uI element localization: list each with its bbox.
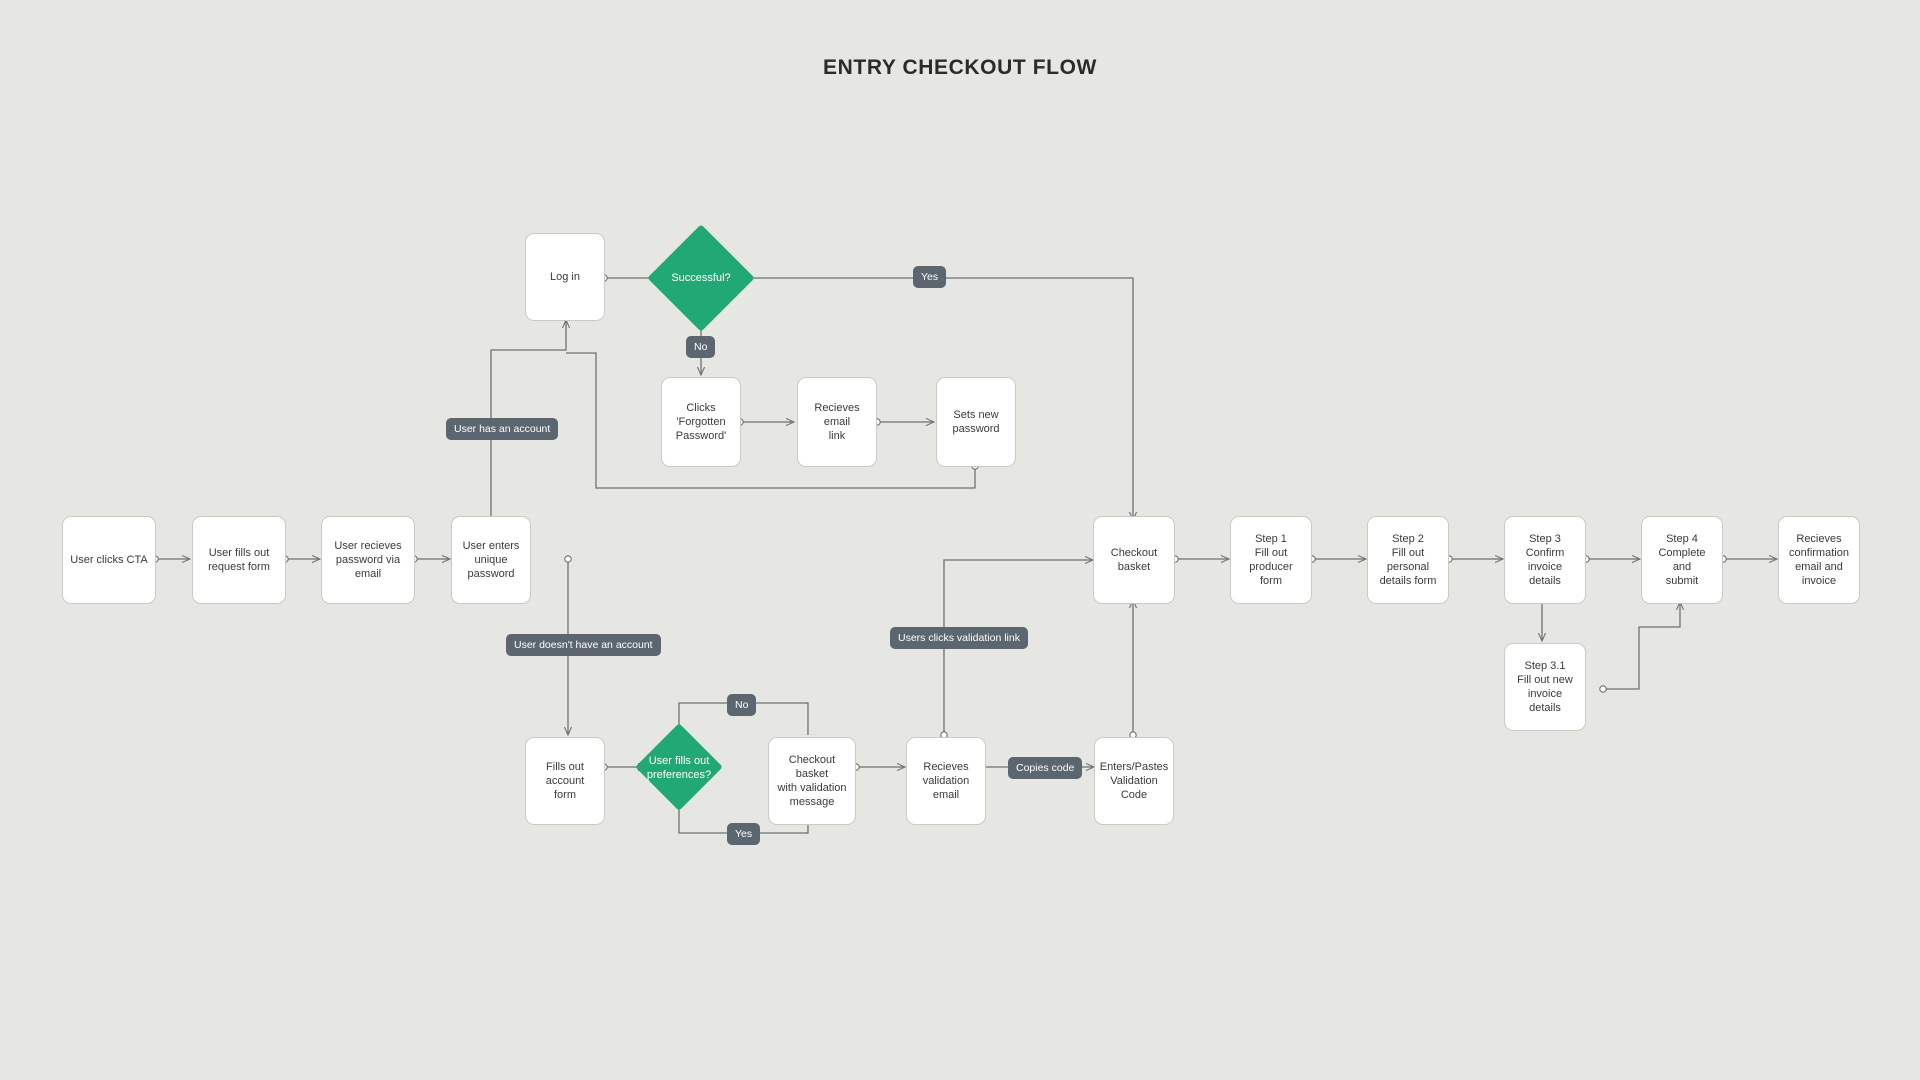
node-label-line-3: message (789, 796, 835, 808)
node-recieves-confirmation-email-and-invoice[interactable]: Recieves confirmation email and invoice (1778, 516, 1860, 604)
node-label-line-1: Checkout basket (788, 754, 836, 780)
badge-user-has-account: User has an account (446, 418, 559, 440)
node-user-fills-request-form[interactable]: User fills out request form (192, 516, 286, 604)
node-recieves-email-link[interactable]: Recieves email link (797, 377, 877, 467)
node-label-line-3: email and (1795, 561, 1843, 573)
node-label: Log in (550, 271, 580, 283)
node-enters-pastes-validation-code[interactable]: Enters/Pastes Validation Code (1094, 737, 1174, 825)
node-user-recieves-password-via-email[interactable]: User recieves password via email (321, 516, 415, 604)
node-label-line-4: invoice (1801, 575, 1837, 587)
node-label-line-1: Recieves (1796, 533, 1842, 545)
node-label-line-3: form (1260, 575, 1282, 587)
node-label-line-1: Enters/Pastes (1099, 761, 1169, 773)
node-label-line-2: form (554, 789, 576, 801)
node-label-line-2: link (828, 430, 846, 442)
badge-no-login: No (686, 336, 716, 358)
node-label-line-3: email (354, 568, 382, 580)
node-label-line-2: validation email (922, 775, 970, 801)
badge-preferences-no: No (727, 694, 757, 716)
node-label-line-1: User fills out (208, 547, 270, 559)
node-label-line-2: Password' (675, 430, 727, 442)
node-recieves-validation-email[interactable]: Recieves validation email (906, 737, 986, 825)
node-log-in[interactable]: Log in (525, 233, 605, 321)
badge-copies-code: Copies code (1008, 757, 1083, 779)
node-label-line-1: User recieves (334, 540, 402, 552)
node-label-line-1: Recieves email (814, 402, 860, 428)
node-label-line-2: password via (335, 554, 401, 566)
page-title: ENTRY CHECKOUT FLOW (823, 56, 1097, 79)
node-label-line-1: Recieves (923, 761, 969, 773)
node-user-clicks-cta[interactable]: User clicks CTA (62, 516, 156, 604)
node-label-line-1: User enters (462, 540, 520, 552)
node-label-line-1: Step 3 (1529, 533, 1561, 545)
node-label-line-2: unique (474, 554, 508, 566)
node-checkout-basket-with-validation-message[interactable]: Checkout basket with validation message (768, 737, 856, 825)
node-sets-new-password[interactable]: Sets new password (936, 377, 1016, 467)
node-fills-out-account-form[interactable]: Fills out account form (525, 737, 605, 825)
node-label-line-2: Fill out personal (1386, 547, 1430, 573)
badge-preferences-yes: Yes (727, 823, 761, 845)
node-label-line-2: Fill out new (1517, 674, 1573, 686)
node-label-line-2: Confirm invoice (1525, 547, 1565, 573)
node-label-line-2: confirmation (1789, 547, 1849, 559)
badge-yes-login: Yes (913, 266, 947, 288)
node-label-line-3: password (467, 568, 515, 580)
node-label-line-3: invoice details (1527, 688, 1563, 714)
node-label: User clicks CTA (70, 554, 148, 566)
node-step-3-1[interactable]: Step 3.1 Fill out new invoice details (1504, 643, 1586, 731)
badge-users-clicks-validation-link: Users clicks validation link (890, 627, 1028, 649)
node-label-line-1: Fills out account (545, 761, 585, 787)
node-label-line-1: Clicks 'Forgotten (676, 402, 726, 428)
decision-successful-label: Successful? (671, 272, 731, 284)
node-label-line-2: Fill out producer (1249, 547, 1293, 573)
node-step-3[interactable]: Step 3 Confirm invoice details (1504, 516, 1586, 604)
node-label: Checkout basket (1110, 547, 1158, 573)
node-user-enters-unique-password[interactable]: User enters unique password (451, 516, 531, 604)
node-label-line-1: Sets new (953, 409, 999, 421)
decision-user-fills-preferences-label: User fills out preferences? (646, 755, 712, 781)
node-label-line-1: Step 2 (1392, 533, 1424, 545)
node-label-line-1: Step 1 (1255, 533, 1287, 545)
node-checkout-basket[interactable]: Checkout basket (1093, 516, 1175, 604)
badge-user-doesnt-have-account: User doesn't have an account (506, 634, 661, 656)
node-label-line-2: with validation (777, 782, 847, 794)
node-label-line-2: password (952, 423, 1000, 435)
node-label-line-2: Complete and (1658, 547, 1706, 573)
node-label-line-3: details form (1379, 575, 1437, 587)
node-label-line-2: request form (208, 561, 270, 573)
node-step-1[interactable]: Step 1 Fill out producer form (1230, 516, 1312, 604)
node-step-2[interactable]: Step 2 Fill out personal details form (1367, 516, 1449, 604)
node-label-line-2: Validation Code (1110, 775, 1158, 801)
node-label-line-3: submit (1665, 575, 1699, 587)
node-label-line-3: details (1529, 575, 1561, 587)
node-step-4[interactable]: Step 4 Complete and submit (1641, 516, 1723, 604)
node-clicks-forgotten-password[interactable]: Clicks 'Forgotten Password' (661, 377, 741, 467)
node-label-line-1: Step 4 (1666, 533, 1698, 545)
node-label-line-1: Step 3.1 (1524, 660, 1566, 672)
